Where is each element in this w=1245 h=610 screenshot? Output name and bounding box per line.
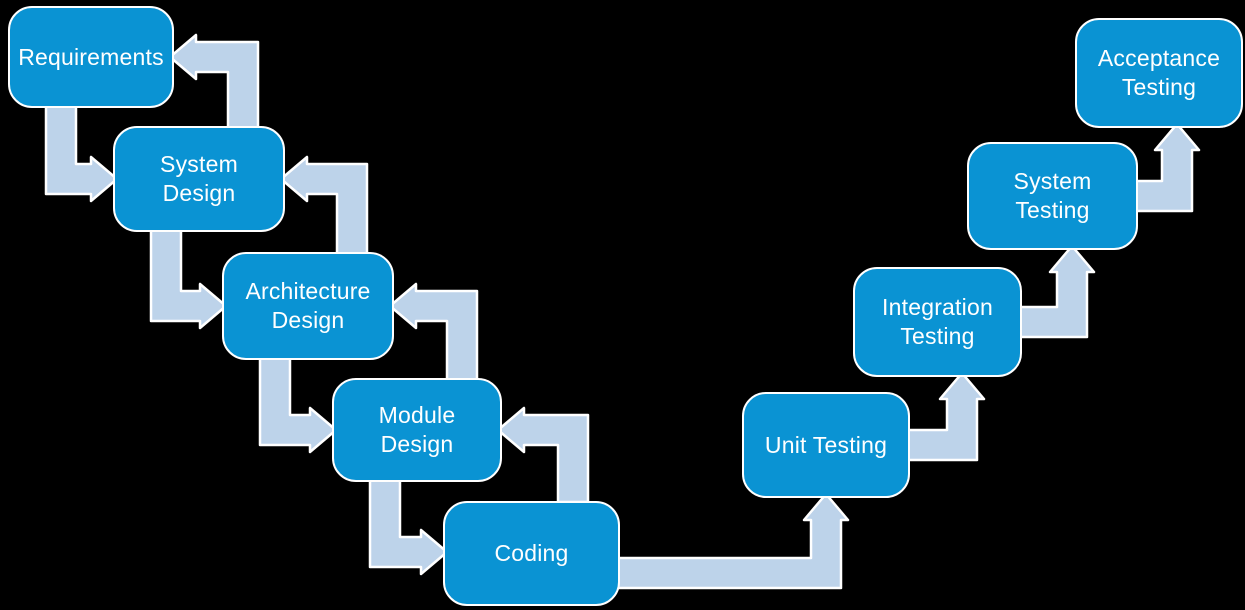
- node-acceptance-testing-label: Acceptance Testing: [1097, 45, 1221, 100]
- node-coding-label: Coding: [494, 540, 569, 566]
- arrow-coding-to-unit-testing: [616, 492, 850, 590]
- arrow-system-design-to-requirements: [168, 33, 260, 130]
- node-coding: Coding: [443, 501, 620, 606]
- node-architecture-design-label: Architecture Design: [245, 278, 371, 333]
- node-module-design: Module Design: [332, 378, 502, 482]
- arrow-architecture-design-to-system-design: [279, 155, 369, 256]
- arrow-unit-testing-to-integration-testing: [906, 371, 986, 462]
- arrow-integration-testing-to-system-testing: [1018, 244, 1096, 339]
- node-requirements-label: Requirements: [18, 43, 164, 70]
- node-requirements: Requirements: [8, 6, 174, 108]
- node-acceptance-testing: Acceptance Testing: [1075, 18, 1243, 128]
- node-unit-testing: Unit Testing: [742, 392, 910, 498]
- node-integration-testing: Integration Testing: [853, 267, 1022, 377]
- node-module-design-label: Module Design: [378, 402, 456, 457]
- arrow-module-design-to-coding: [368, 478, 449, 576]
- arrow-requirements-to-system-design: [44, 104, 119, 203]
- arrow-system-design-to-architecture-design: [149, 228, 228, 330]
- arrow-architecture-design-to-module-design: [258, 356, 338, 454]
- node-integration-testing-label: Integration Testing: [882, 294, 993, 349]
- arrow-system-testing-to-acceptance-testing: [1134, 122, 1201, 213]
- node-architecture-design: Architecture Design: [222, 252, 394, 360]
- node-system-testing: System Testing: [967, 142, 1138, 250]
- arrow-coding-to-module-design: [496, 406, 590, 504]
- arrow-module-design-to-architecture-design: [388, 282, 479, 382]
- node-system-design-label: System Design: [160, 151, 238, 206]
- node-system-design: System Design: [113, 126, 285, 232]
- node-unit-testing-label: Unit Testing: [764, 431, 888, 458]
- node-system-testing-label: System Testing: [1013, 168, 1092, 223]
